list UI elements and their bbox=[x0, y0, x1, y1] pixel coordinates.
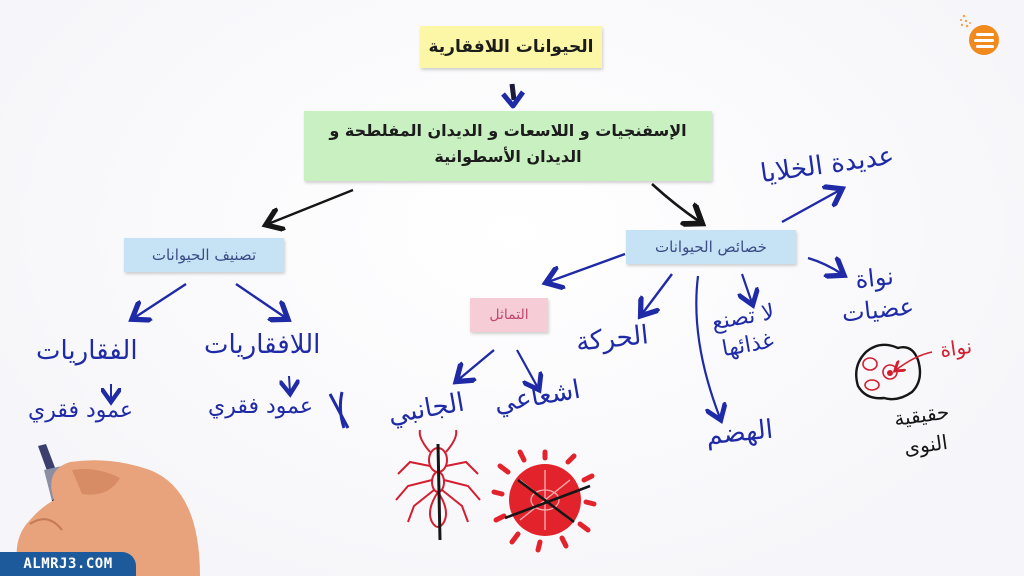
classification-node-label: تصنيف الحيوانات bbox=[151, 246, 257, 264]
arrow-to-digestion bbox=[695, 275, 720, 418]
nucleus-organelles-label: نواة عضيات bbox=[837, 258, 916, 329]
arrow-to-movement bbox=[642, 273, 673, 314]
almrj3-logo-icon bbox=[959, 14, 999, 55]
cell-nucleus-label: نواة bbox=[938, 333, 974, 363]
hand-with-marker bbox=[16, 444, 200, 576]
vertebrates-detail: عمود فقري bbox=[28, 398, 134, 423]
arrow-root-to-groups bbox=[501, 83, 526, 109]
not-make-food-label: لا تصنع غذائها bbox=[710, 299, 782, 365]
arrow-to-vertebrates bbox=[134, 282, 187, 318]
hand-icon bbox=[16, 460, 200, 576]
groups-node-line2: الديدان الأسطوانية bbox=[434, 147, 582, 166]
cross-mark bbox=[328, 391, 350, 429]
arrow-groups-to-classification bbox=[268, 188, 354, 224]
symmetry-node: التماثل bbox=[470, 298, 548, 332]
watermark-badge: ALMRJ3.COM bbox=[0, 552, 136, 576]
sea-anemone-illustration bbox=[491, 449, 597, 553]
ant-illustration bbox=[395, 429, 481, 528]
classification-node: تصنيف الحيوانات bbox=[124, 238, 284, 272]
arrow-invertebrates-detail bbox=[289, 375, 290, 392]
invertebrates-label: اللافقاريات bbox=[204, 330, 321, 360]
groups-node: الإسفنجيات و اللاسعات و الديدان المفلطحة… bbox=[304, 111, 712, 181]
arrow-to-radial bbox=[516, 349, 538, 388]
ant-symmetry-line bbox=[436, 443, 442, 541]
vertebrates-label: الفقاريات bbox=[36, 336, 138, 366]
root-node: الحيوانات اللافقارية bbox=[420, 26, 602, 68]
characteristics-node-label: خصائص الحيوانات bbox=[655, 238, 767, 256]
arrow-to-bilateral bbox=[458, 349, 495, 380]
symmetry-node-label: التماثل bbox=[489, 307, 529, 323]
root-node-label: الحيوانات اللافقارية bbox=[428, 37, 594, 57]
invertebrates-detail: عمود فقري bbox=[208, 394, 314, 419]
arrow-to-multicellular bbox=[781, 190, 840, 224]
characteristics-node: خصائص الحيوانات bbox=[626, 230, 796, 264]
eukaryotic-label: حقيقية النوى bbox=[892, 396, 955, 463]
cell-illustration bbox=[855, 343, 933, 401]
arrow-to-symmetry bbox=[548, 252, 626, 282]
arrow-to-not-make-food bbox=[742, 273, 752, 303]
arrow-to-nucleus-organelles bbox=[807, 258, 842, 274]
arrow-to-invertebrates bbox=[235, 283, 286, 318]
groups-node-line1: الإسفنجيات و اللاسعات و الديدان المفلطحة… bbox=[329, 121, 687, 140]
arrow-groups-to-characteristics bbox=[651, 183, 700, 222]
